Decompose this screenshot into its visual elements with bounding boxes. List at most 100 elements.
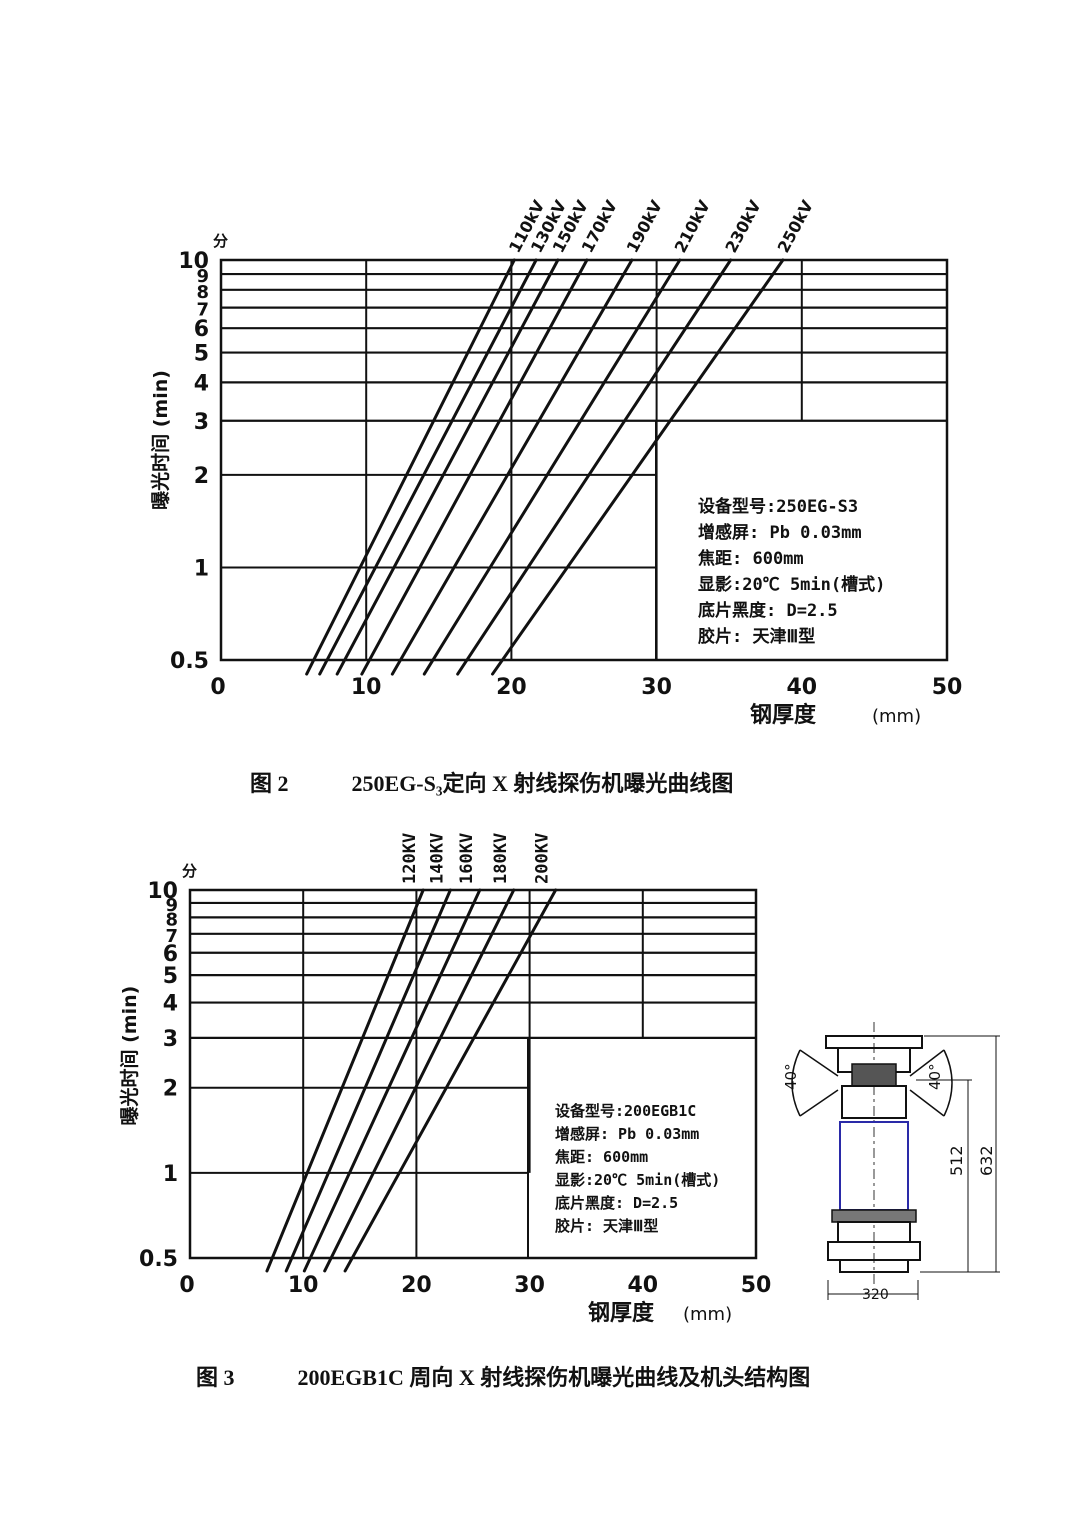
fig2-caption: 图 2 250EG-S₃定向 X 射线探伤机曝光曲线图 [250, 766, 733, 798]
fig3-caption-text: 200EGB1C 周向 X 射线探伤机曝光曲线及机头结构图 [297, 1365, 811, 1390]
dimension-label: 512 [947, 1145, 966, 1176]
y-tick-label: 4 [194, 371, 209, 396]
x-tick-label: 50 [932, 675, 963, 700]
curve-label: 200KV [533, 833, 553, 884]
note-line: 胶片: 天津Ⅲ型 [555, 1217, 658, 1235]
y-tick-label: 4 [163, 992, 178, 1017]
y-tick-label: 8 [165, 909, 178, 930]
y-tick-label: 10 [178, 249, 209, 274]
fig2-caption-text: 250EG-S₃定向 X 射线探伤机曝光曲线图 [351, 771, 734, 796]
y-tick-label: 3 [163, 1027, 178, 1052]
note-line: 胶片: 天津Ⅲ型 [698, 626, 815, 647]
diagram-part [831, 1209, 917, 1223]
x-tick-label: 50 [741, 1273, 772, 1298]
y-tick-label: 8 [196, 282, 209, 303]
exposure-curve [390, 258, 634, 676]
curve-label: 230kV [721, 197, 765, 256]
exposure-curve [284, 888, 452, 1273]
exposure-curve [422, 258, 682, 676]
y-tick-label: 9 [165, 895, 178, 916]
x-tick-label: 30 [514, 1273, 545, 1298]
y-tick-label: 7 [165, 926, 178, 947]
fig2-caption-number: 图 2 [250, 771, 289, 796]
x-tick-label: 20 [496, 675, 527, 700]
exposure-curve [456, 258, 733, 676]
curve-label: 140KV [427, 833, 447, 884]
exposure-curve [318, 258, 538, 676]
angle-arc [943, 1049, 953, 1117]
note-line: 焦距: 600mm [554, 1148, 648, 1166]
note-line: 底片黑度: D=2.5 [555, 1194, 678, 1212]
x-tick-label: 20 [401, 1273, 432, 1298]
y-tick-label: 6 [194, 317, 209, 342]
fig3-caption-number: 图 3 [196, 1365, 235, 1390]
x-axis-label: 钢厚度 [750, 702, 817, 728]
y-axis-label: 曝光时间 (min) [118, 986, 141, 1126]
exposure-curve [360, 258, 589, 676]
note-line: 显影:20℃ 5min(槽式) [555, 1171, 720, 1189]
diagram-part [839, 1259, 909, 1273]
dimension-label: 632 [977, 1145, 996, 1176]
beam-line [799, 1089, 839, 1117]
y-tick-label: 1 [163, 1162, 178, 1187]
exposure-curve [302, 888, 482, 1273]
diagram-part [841, 1085, 907, 1119]
exposure-curve [265, 888, 425, 1273]
exposure-curve [491, 258, 785, 676]
y-tick-label: 0.5 [139, 1247, 178, 1272]
note-line: 显影:20℃ 5min(槽式) [698, 574, 885, 595]
x-axis-label: 钢厚度 [588, 1300, 655, 1326]
y-tick-label: 5 [163, 964, 178, 989]
plot-frame [219, 258, 949, 662]
x-tick-label: 0 [179, 1273, 194, 1298]
y-tick-label: 6 [163, 942, 178, 967]
angle-label: 40° [782, 1063, 800, 1090]
x-tick-label: 40 [627, 1273, 658, 1298]
x-axis-unit: (mm) [683, 1304, 732, 1325]
y-tick-label: 2 [163, 1077, 178, 1102]
x-axis-unit: (mm) [872, 706, 921, 727]
y-tick-label: 1 [194, 556, 209, 581]
exposure-curve [323, 888, 516, 1273]
y-unit-mark: 分 [213, 232, 228, 250]
y-unit-mark: 分 [182, 862, 197, 880]
tube-window [851, 1063, 897, 1087]
exposure-curve [343, 888, 558, 1273]
note-line: 增感屏: Pb 0.03mm [698, 522, 862, 543]
angle-arc [791, 1049, 801, 1117]
y-tick-label: 7 [196, 300, 209, 321]
y-tick-label: 0.5 [170, 649, 209, 674]
curve-label: 160KV [457, 833, 477, 884]
x-tick-label: 0 [210, 675, 225, 700]
y-axis-label: 曝光时间 (min) [149, 370, 172, 510]
curve-label: 120KV [400, 833, 420, 884]
y-tick-label: 2 [194, 464, 209, 489]
beam-line [909, 1049, 945, 1077]
fig3-caption: 图 3 200EGB1C 周向 X 射线探伤机曝光曲线及机头结构图 [196, 1360, 810, 1392]
y-tick-label: 10 [147, 879, 178, 904]
x-tick-label: 30 [641, 675, 672, 700]
note-line: 增感屏: Pb 0.03mm [555, 1125, 699, 1143]
note-line: 设备型号:250EG-S3 [698, 496, 858, 517]
note-line: 底片黑度: D=2.5 [698, 600, 838, 621]
dimension-label: 320 [862, 1287, 889, 1303]
beam-line [909, 1089, 945, 1117]
x-tick-label: 10 [351, 675, 382, 700]
curve-label: 250kV [774, 197, 818, 256]
note-line: 设备型号:200EGB1C [555, 1102, 696, 1120]
exposure-curve [305, 258, 516, 676]
y-tick-label: 5 [194, 342, 209, 367]
x-tick-label: 10 [288, 1273, 319, 1298]
angle-label: 40° [926, 1063, 944, 1090]
curve-label: 190kV [623, 197, 667, 256]
curve-label: 210kV [671, 197, 715, 256]
note-line: 焦距: 600mm [697, 548, 804, 569]
exposure-curve [335, 258, 560, 676]
y-tick-label: 9 [196, 266, 209, 287]
xray-head-diagram: 40° 40° 512 632 320 [782, 1022, 1000, 1303]
y-tick-label: 3 [194, 410, 209, 435]
beam-line [799, 1049, 839, 1077]
